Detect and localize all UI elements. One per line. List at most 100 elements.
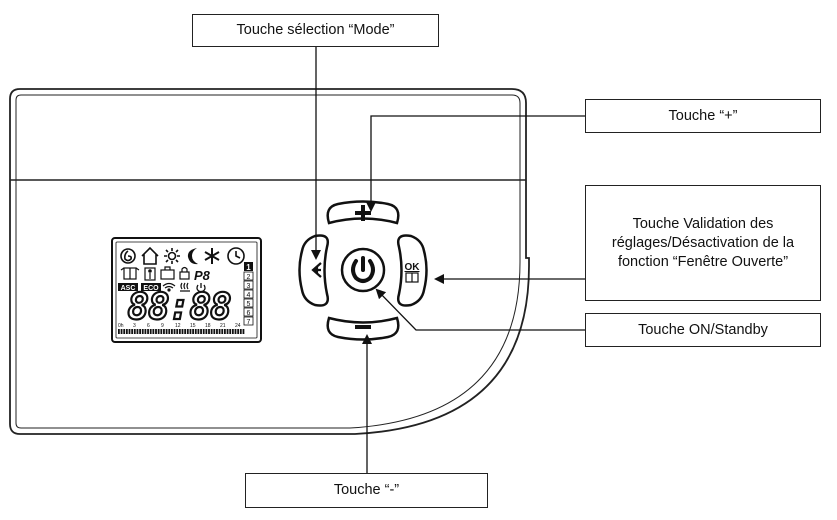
program-segment: [144, 329, 147, 334]
program-segment: [186, 329, 189, 334]
svg-text:7: 7: [247, 319, 251, 326]
program-segment: [168, 329, 171, 334]
svg-text:1: 1: [246, 263, 251, 272]
program-segment: [237, 329, 240, 334]
svg-text:2: 2: [247, 274, 251, 281]
plus-leader: [366, 115, 585, 212]
program-segment: [160, 329, 163, 334]
svg-text:12: 12: [175, 323, 181, 329]
program-segment: [210, 329, 213, 334]
program-segment: [213, 329, 216, 334]
clock-icon: [227, 247, 245, 265]
program-segment: [147, 329, 149, 334]
heat-icon: [180, 282, 190, 292]
sun-icon: [164, 248, 180, 264]
program-segment: [202, 329, 205, 334]
program-segment: [118, 329, 120, 334]
program-segment: [216, 329, 218, 334]
program-segment: [229, 329, 232, 334]
label-mode-button: Touche sélection “Mode”: [192, 14, 439, 47]
program-segment: [218, 329, 221, 334]
svg-text:18: 18: [205, 323, 211, 329]
program-segment: [178, 329, 181, 334]
program-segment: [184, 329, 187, 334]
svg-text:6: 6: [247, 310, 251, 317]
hour-scale: 0h 3 6 9 12 15 18 21 24: [118, 323, 241, 329]
program-segment: [155, 329, 157, 334]
power-icon: [351, 256, 375, 283]
label-ok-button: Touche Validation des réglages/Désactiva…: [585, 185, 821, 301]
lcd-digits: 88:88: [127, 287, 230, 328]
program-segment: [165, 329, 168, 334]
program-segment: [197, 329, 200, 334]
mode-arrow-icon: [311, 262, 322, 278]
lock-icon: [179, 266, 190, 280]
window-icon: [120, 267, 140, 280]
program-segment: [242, 329, 245, 334]
program-segment: [125, 329, 128, 334]
label-minus-button: Touche “-”: [245, 473, 488, 508]
svg-text:OK: OK: [405, 262, 421, 273]
program-segment: [239, 329, 242, 334]
plus-symbol: [355, 205, 371, 221]
program-segment: [231, 329, 234, 334]
cycle-icon: [120, 248, 136, 264]
program-segment: [131, 329, 134, 334]
program-segment: [152, 329, 155, 334]
program-segment: [200, 329, 202, 334]
eco-badge: ECO: [141, 283, 161, 292]
asc-badge: ASC: [118, 283, 138, 292]
lcd-screen: P8 ASC ECO 1 2 3 4: [111, 237, 262, 343]
svg-text:ECO: ECO: [143, 285, 159, 292]
program-segment: [192, 329, 194, 334]
program-indicator: P8: [194, 268, 211, 283]
program-segment: [205, 329, 208, 334]
label-plus-button: Touche “+”: [585, 99, 821, 133]
program-segment: [194, 329, 197, 334]
ok-button[interactable]: [397, 234, 428, 307]
day-number-column: 1 2 3 4 5 6 7: [243, 262, 254, 326]
svg-text:24: 24: [235, 323, 241, 329]
program-segment: [171, 329, 173, 334]
program-segment: [234, 329, 237, 334]
program-segment: [224, 329, 226, 334]
svg-text:3: 3: [247, 283, 251, 290]
svg-text:3: 3: [133, 323, 136, 329]
program-segment: [157, 329, 160, 334]
program-segment: [139, 329, 141, 334]
program-segment: [128, 329, 131, 334]
svg-text:0h: 0h: [118, 323, 124, 329]
program-segment: [189, 329, 192, 334]
program-segment: [141, 329, 144, 334]
svg-text:9: 9: [161, 323, 164, 329]
presence-icon: [144, 267, 156, 281]
svg-text:ASC: ASC: [121, 285, 136, 292]
label-on-standby-button: Touche ON/Standby: [585, 313, 821, 347]
program-segment: [226, 329, 229, 334]
thermostat-housing: [9, 88, 530, 435]
home-icon: [141, 246, 159, 265]
program-segment: [163, 329, 165, 334]
program-segment: [173, 329, 176, 334]
svg-text:15: 15: [190, 323, 196, 329]
program-segment: [149, 329, 152, 334]
callout-lines: [311, 47, 585, 473]
program-segment: [221, 329, 224, 334]
program-segment: [176, 329, 179, 334]
on-leader: [375, 288, 585, 331]
svg-text:6: 6: [147, 323, 150, 329]
moon-icon: [187, 248, 198, 265]
svg-text:5: 5: [247, 301, 251, 308]
program-segment: [181, 329, 184, 334]
program-segment: [133, 329, 136, 334]
briefcase-icon: [160, 266, 175, 280]
program-segment: [123, 329, 126, 334]
program-bar: [118, 329, 245, 334]
frost-icon: [204, 248, 220, 264]
program-segment: [120, 329, 123, 334]
wifi-icon: [162, 282, 176, 292]
ok-symbol: OK: [405, 262, 421, 283]
svg-text:21: 21: [220, 323, 226, 329]
standby-icon: [196, 283, 206, 293]
